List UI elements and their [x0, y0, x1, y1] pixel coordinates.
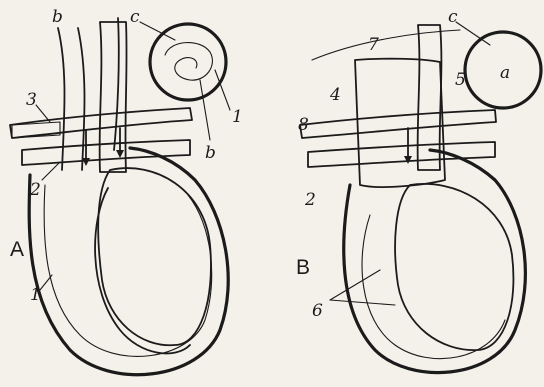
panel-label-a: A: [10, 238, 24, 261]
inset-coil-a: [165, 43, 212, 81]
panel-b: c 7 4 5 8 2 6 a B: [296, 7, 541, 373]
leader-6-b2: [330, 300, 395, 305]
leader-b-inset: [200, 80, 210, 140]
label-dot-b: a: [500, 63, 510, 83]
inner-lining-a: [44, 185, 212, 356]
inner-lining-b: [362, 215, 505, 359]
label-2-a: 2: [29, 180, 41, 200]
leader-1-a: [40, 275, 52, 290]
label-3-a: 3: [26, 90, 37, 110]
label-7-b: 7: [368, 35, 379, 55]
arrowhead-b: [404, 156, 412, 164]
cord-right-a: [100, 22, 127, 172]
panel-label-b: B: [296, 256, 310, 279]
testis-b: [395, 184, 513, 350]
label-4-b: 4: [329, 85, 341, 105]
leader-3-a: [36, 105, 50, 122]
label-6-b: 6: [312, 301, 323, 321]
vessel-c-a: [114, 18, 119, 150]
label-8-b: 8: [298, 115, 309, 135]
leader-2-a: [42, 162, 60, 180]
label-b-top-a: b: [52, 7, 63, 27]
testis-a: [98, 168, 211, 345]
label-5-b: 5: [455, 70, 466, 90]
leader-6-b1: [330, 270, 380, 300]
cord-left-a: [58, 28, 65, 170]
panel-a: c b b 1 3 2 1 A: [10, 7, 243, 375]
label-b-inset-a: b: [205, 143, 216, 163]
label-2-b: 2: [304, 190, 316, 210]
band-lower-b: [308, 142, 495, 167]
label-1-inset-a: 1: [232, 107, 243, 127]
inset-circle-a: [150, 24, 226, 100]
band-lower-a: [22, 140, 190, 165]
scrotal-sac-outline-a: [29, 148, 228, 375]
label-c-a: c: [130, 7, 140, 27]
epididymis-a: [95, 188, 190, 353]
arrowhead-a2: [116, 150, 124, 158]
band-7-b: [312, 30, 460, 60]
cord-left-inner-a: [78, 28, 85, 170]
band-upper-b: [300, 110, 496, 138]
label-c-b: c: [448, 7, 458, 27]
leader-c-b: [456, 22, 490, 45]
label-1-a: 1: [30, 285, 41, 305]
processus-b: [355, 59, 445, 187]
cord-right-b: [418, 25, 442, 170]
